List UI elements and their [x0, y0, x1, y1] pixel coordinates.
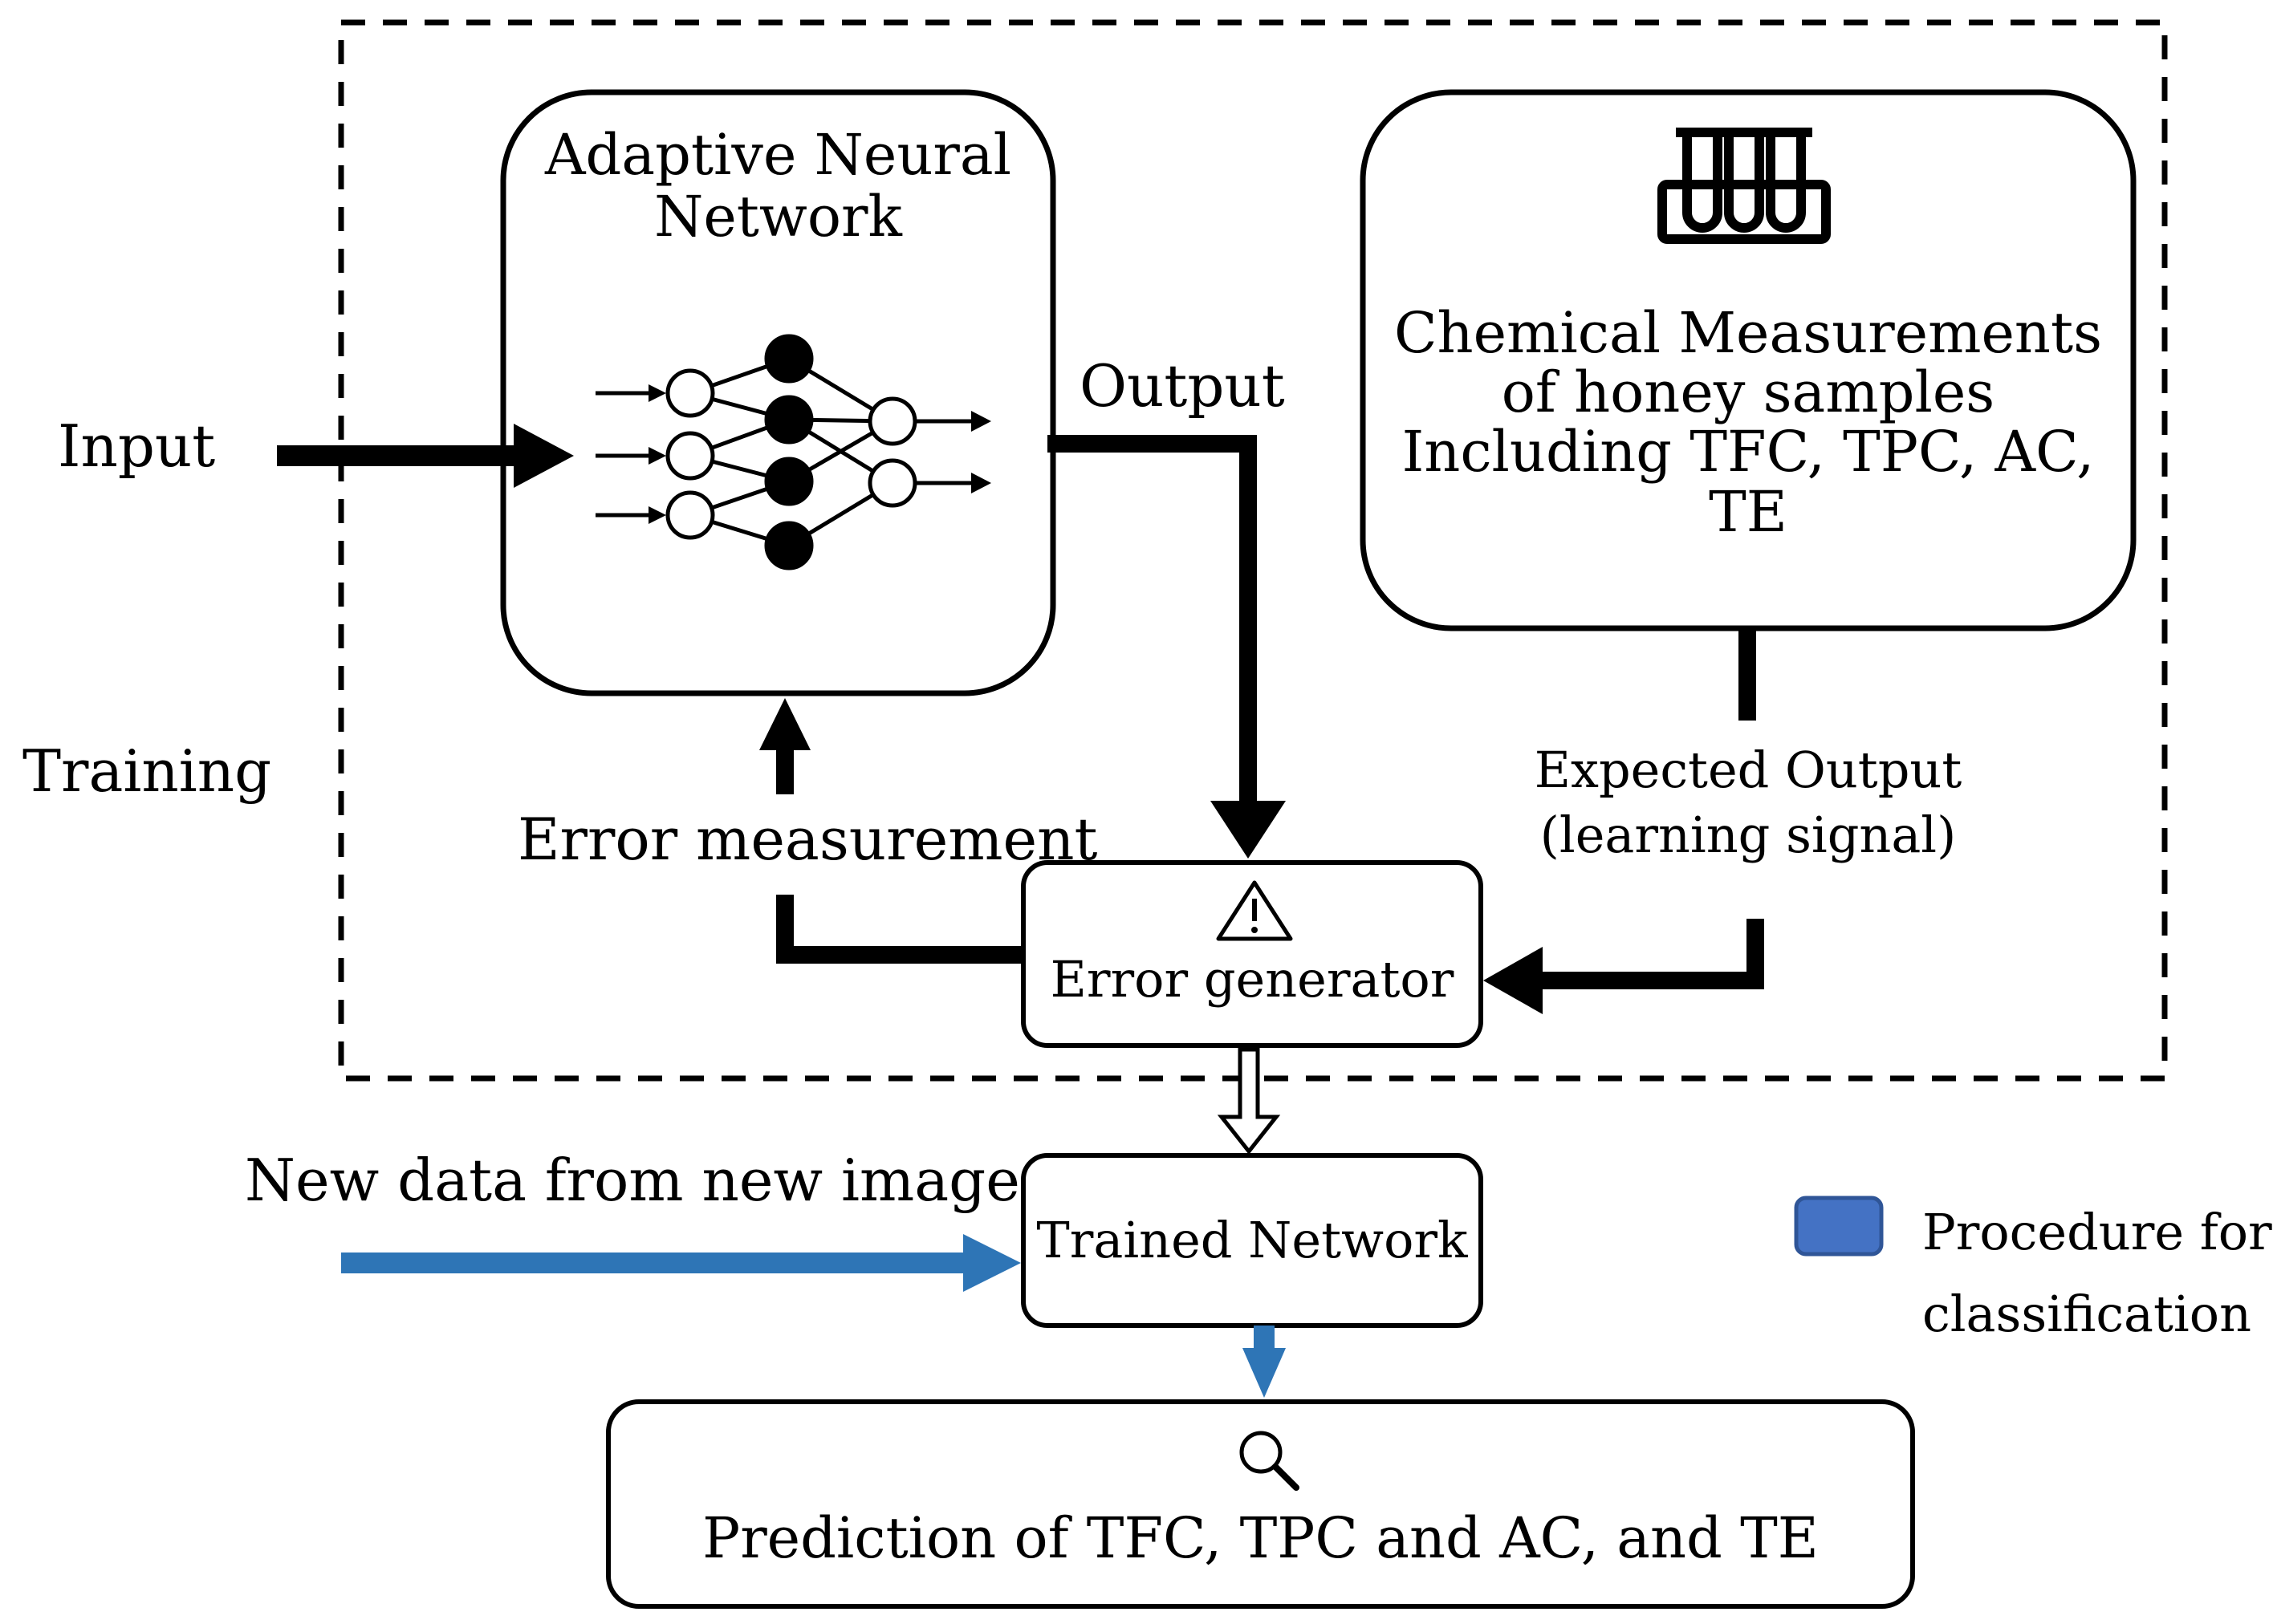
- legend-label: Procedure for classification: [1922, 1192, 2272, 1356]
- expected-output-line2: (learning signal): [1539, 805, 1957, 864]
- expected-output-arrow: [1483, 628, 1764, 1014]
- expected-output-label: Expected Output (learning signal): [1507, 738, 1989, 867]
- ann-title: Adaptive Neural Network: [503, 124, 1053, 248]
- test-tubes-icon: [1657, 128, 1831, 244]
- ann-title-line2: Network: [654, 184, 902, 250]
- chemical-title-line3: Including TFC, TPC, AC,: [1401, 419, 2095, 485]
- training-to-trained-arrow: [1217, 1047, 1281, 1155]
- input-label: Input: [58, 412, 216, 480]
- new-data-arrow: [341, 1234, 1021, 1292]
- training-region-border: [338, 19, 2168, 1082]
- trained-to-prediction-arrow: [1242, 1326, 1286, 1398]
- output-label: Output: [1080, 352, 1285, 420]
- new-data-label: New data from new image: [245, 1147, 1020, 1214]
- input-arrow: [277, 424, 574, 488]
- legend-line2: classification: [1922, 1285, 2252, 1344]
- legend-line1: Procedure for: [1922, 1203, 2272, 1261]
- warning-icon: [1216, 880, 1293, 941]
- chemical-title-line1: Chemical Measurements: [1393, 300, 2103, 366]
- neural-network-icon: [596, 334, 991, 570]
- trained-network-label: Trained Network: [1036, 1211, 1468, 1269]
- trained-network-box: [1021, 1153, 1483, 1328]
- prediction-label: Prediction of TFC, TPC and AC, and TE: [702, 1505, 1819, 1571]
- chemical-title-line4: TE: [1709, 478, 1787, 545]
- output-arrow: [1047, 435, 1286, 859]
- chemical-title-line2: of honey samples: [1501, 359, 1995, 426]
- legend-swatch: [1794, 1196, 1884, 1257]
- error-measurement-label: Error measurement: [518, 806, 1098, 873]
- error-generator-label: Error generator: [1050, 950, 1454, 1009]
- expected-output-line1: Expected Output: [1534, 741, 1962, 799]
- ann-title-line1: Adaptive Neural: [545, 122, 1011, 188]
- error-measurement-arrow: [759, 698, 1023, 964]
- training-label: Training: [22, 737, 272, 805]
- magnifier-icon: [1239, 1431, 1299, 1491]
- prediction-box: [606, 1399, 1915, 1609]
- chemical-title: Chemical Measurements of honey samples I…: [1363, 303, 2133, 542]
- ann-box: [500, 89, 1056, 696]
